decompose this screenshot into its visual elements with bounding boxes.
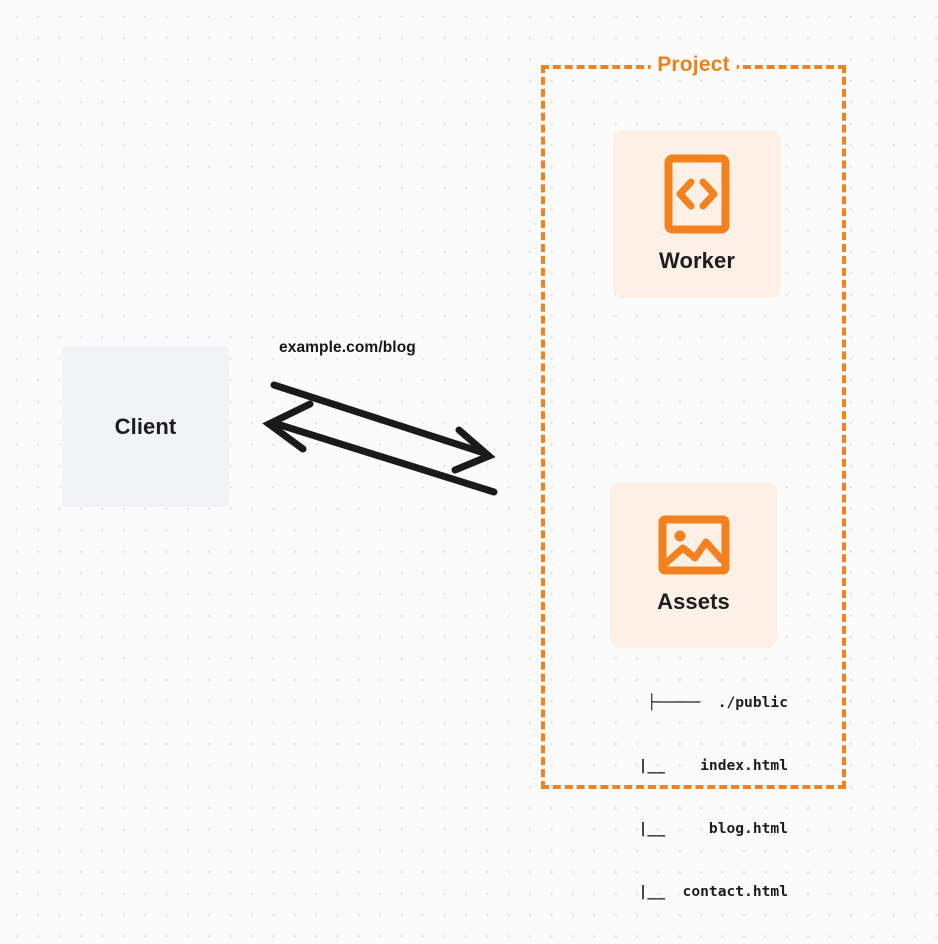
request-url-label: example.com/blog bbox=[279, 339, 416, 356]
file-tree-row: ├───── ./public bbox=[647, 694, 788, 711]
client-node[interactable]: Client bbox=[62, 346, 229, 507]
file-tree-row: |__ blog.html bbox=[638, 820, 788, 837]
client-node-label: Client bbox=[114, 413, 177, 439]
response-arrow-icon bbox=[262, 400, 498, 496]
project-group: Project bbox=[541, 53, 846, 789]
file-tree-row: |__ index.html bbox=[638, 757, 788, 774]
request-arrow-icon bbox=[270, 381, 496, 474]
image-icon bbox=[658, 515, 730, 575]
worker-node-label: Worker bbox=[659, 248, 735, 273]
assets-node-label: Assets bbox=[657, 589, 730, 614]
worker-node[interactable]: Worker bbox=[613, 130, 781, 298]
project-group-title: Project bbox=[650, 53, 737, 77]
assets-file-tree: ├───── ./public |__ index.html |__ blog.… bbox=[588, 650, 788, 944]
file-tree-row: |__ contact.html bbox=[638, 883, 788, 900]
diagram-canvas: Client example.com/blog Project Worker bbox=[62, 53, 846, 900]
code-brackets-icon bbox=[664, 154, 730, 234]
assets-node[interactable]: Assets bbox=[610, 482, 777, 648]
